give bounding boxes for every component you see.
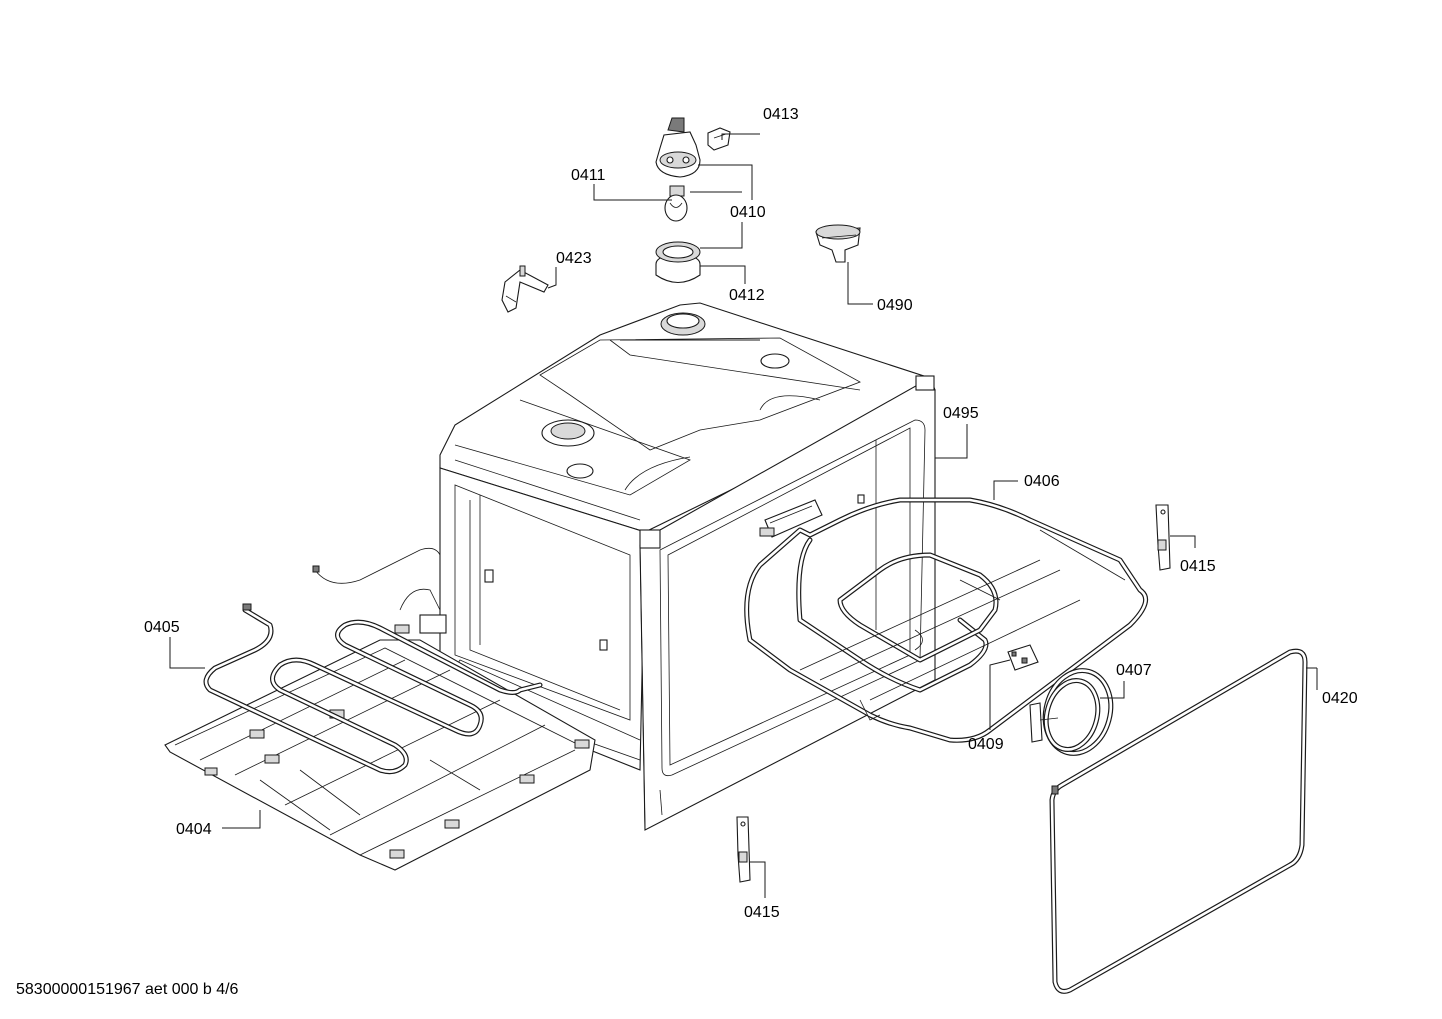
holder-0490 xyxy=(815,224,861,263)
label-0415-lower: 0415 xyxy=(744,904,780,921)
bracket-0423 xyxy=(501,265,549,313)
clip-0409 xyxy=(1007,644,1039,671)
lamp-ring-0412 xyxy=(655,241,701,284)
lamp-socket-0410 xyxy=(655,117,701,178)
label-0495: 0495 xyxy=(943,405,979,422)
lamp-bulb-0411 xyxy=(664,185,688,222)
bottom-tray-0404 xyxy=(164,624,596,871)
label-0420: 0420 xyxy=(1322,690,1358,707)
leader-lines xyxy=(169,133,1318,898)
label-0410: 0410 xyxy=(730,204,766,221)
label-0404: 0404 xyxy=(176,821,212,838)
label-0407: 0407 xyxy=(1116,662,1152,679)
label-0411: 0411 xyxy=(571,167,606,184)
door-seal-0420 xyxy=(1049,648,1308,994)
bottom-heating-element-0405 xyxy=(203,547,543,775)
lamp-cover-0413 xyxy=(707,127,731,151)
rail-bracket-0415-lower xyxy=(736,816,751,883)
ring-heater-0407 xyxy=(1029,668,1114,756)
label-0406: 0406 xyxy=(1024,473,1060,490)
label-0412: 0412 xyxy=(729,287,765,304)
oven-cavity xyxy=(439,302,936,831)
label-0409: 0409 xyxy=(968,736,1004,753)
rail-bracket-0415-upper xyxy=(1155,504,1171,571)
label-0490: 0490 xyxy=(877,297,913,314)
label-0413: 0413 xyxy=(763,106,799,123)
part-labels: 0413 0411 0410 0423 0412 0490 0495 0406 … xyxy=(144,106,1358,921)
drawing-code-footer: 58300000151967 aet 000 b 4/6 xyxy=(16,981,239,998)
label-0415-upper: 0415 xyxy=(1180,558,1216,575)
label-0405: 0405 xyxy=(144,619,180,636)
label-0423: 0423 xyxy=(556,250,592,267)
